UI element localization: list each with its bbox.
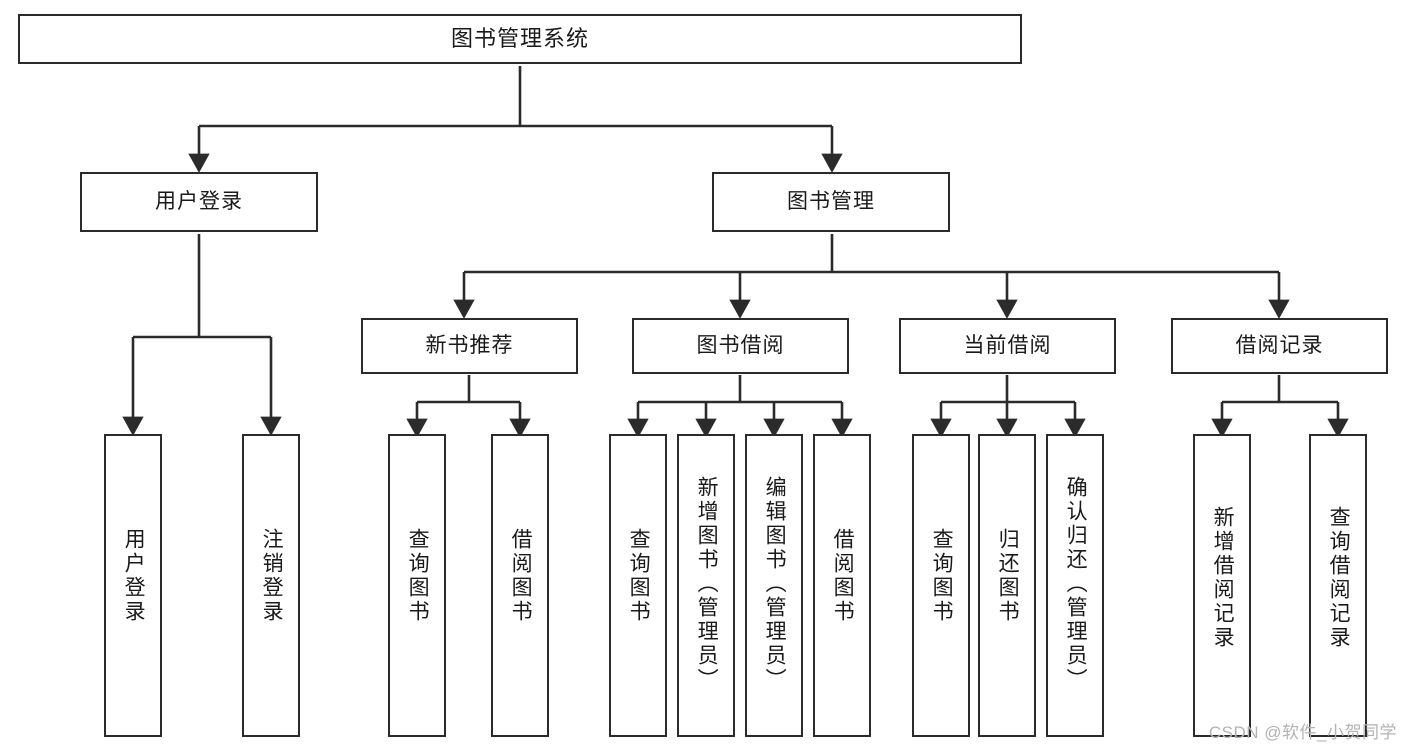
- leaf-borrow-book-1[interactable]: 借阅图书: [491, 434, 549, 737]
- node-root-system[interactable]: 图书管理系统: [18, 14, 1022, 64]
- leaf-query-book-2[interactable]: 查询图书: [609, 434, 667, 737]
- leaf-query-record[interactable]: 查询借阅记录: [1309, 434, 1367, 737]
- edge-group-current-borrow: [930, 375, 1086, 438]
- leaf-query-book-1[interactable]: 查询图书: [388, 434, 446, 737]
- edge-group-new-book-recommend: [406, 375, 531, 438]
- leaf-add-record[interactable]: 新增借阅记录: [1193, 434, 1251, 737]
- node-current-borrow[interactable]: 当前借阅: [899, 318, 1116, 374]
- leaf-return-book[interactable]: 归还图书: [978, 434, 1036, 737]
- edge-group-borrow-record: [1211, 375, 1349, 438]
- node-new-book-recommend[interactable]: 新书推荐: [361, 318, 578, 374]
- edge-group-book-borrow: [627, 375, 853, 438]
- leaf-edit-book[interactable]: 编辑图书（管理员）: [745, 434, 803, 737]
- node-book-borrow[interactable]: 图书借阅: [632, 318, 849, 374]
- leaf-borrow-book-2[interactable]: 借阅图书: [813, 434, 871, 737]
- leaf-query-book-3[interactable]: 查询图书: [912, 434, 970, 737]
- edge-group-root: [188, 66, 843, 173]
- node-book-manage[interactable]: 图书管理: [712, 172, 950, 232]
- node-user-login[interactable]: 用户登录: [80, 172, 318, 232]
- edge-group-book-manage: [453, 234, 1290, 319]
- leaf-add-book[interactable]: 新增图书（管理员）: [677, 434, 735, 737]
- node-borrow-record[interactable]: 借阅记录: [1171, 318, 1388, 374]
- csdn-watermark: CSDN @软件_小贺同学: [1208, 723, 1397, 742]
- leaf-user-login[interactable]: 用户登录: [104, 434, 162, 737]
- leaf-confirm-return[interactable]: 确认归还（管理员）: [1046, 434, 1104, 737]
- leaf-logout-login[interactable]: 注销登录: [242, 434, 300, 737]
- edge-group-user-login: [122, 234, 282, 436]
